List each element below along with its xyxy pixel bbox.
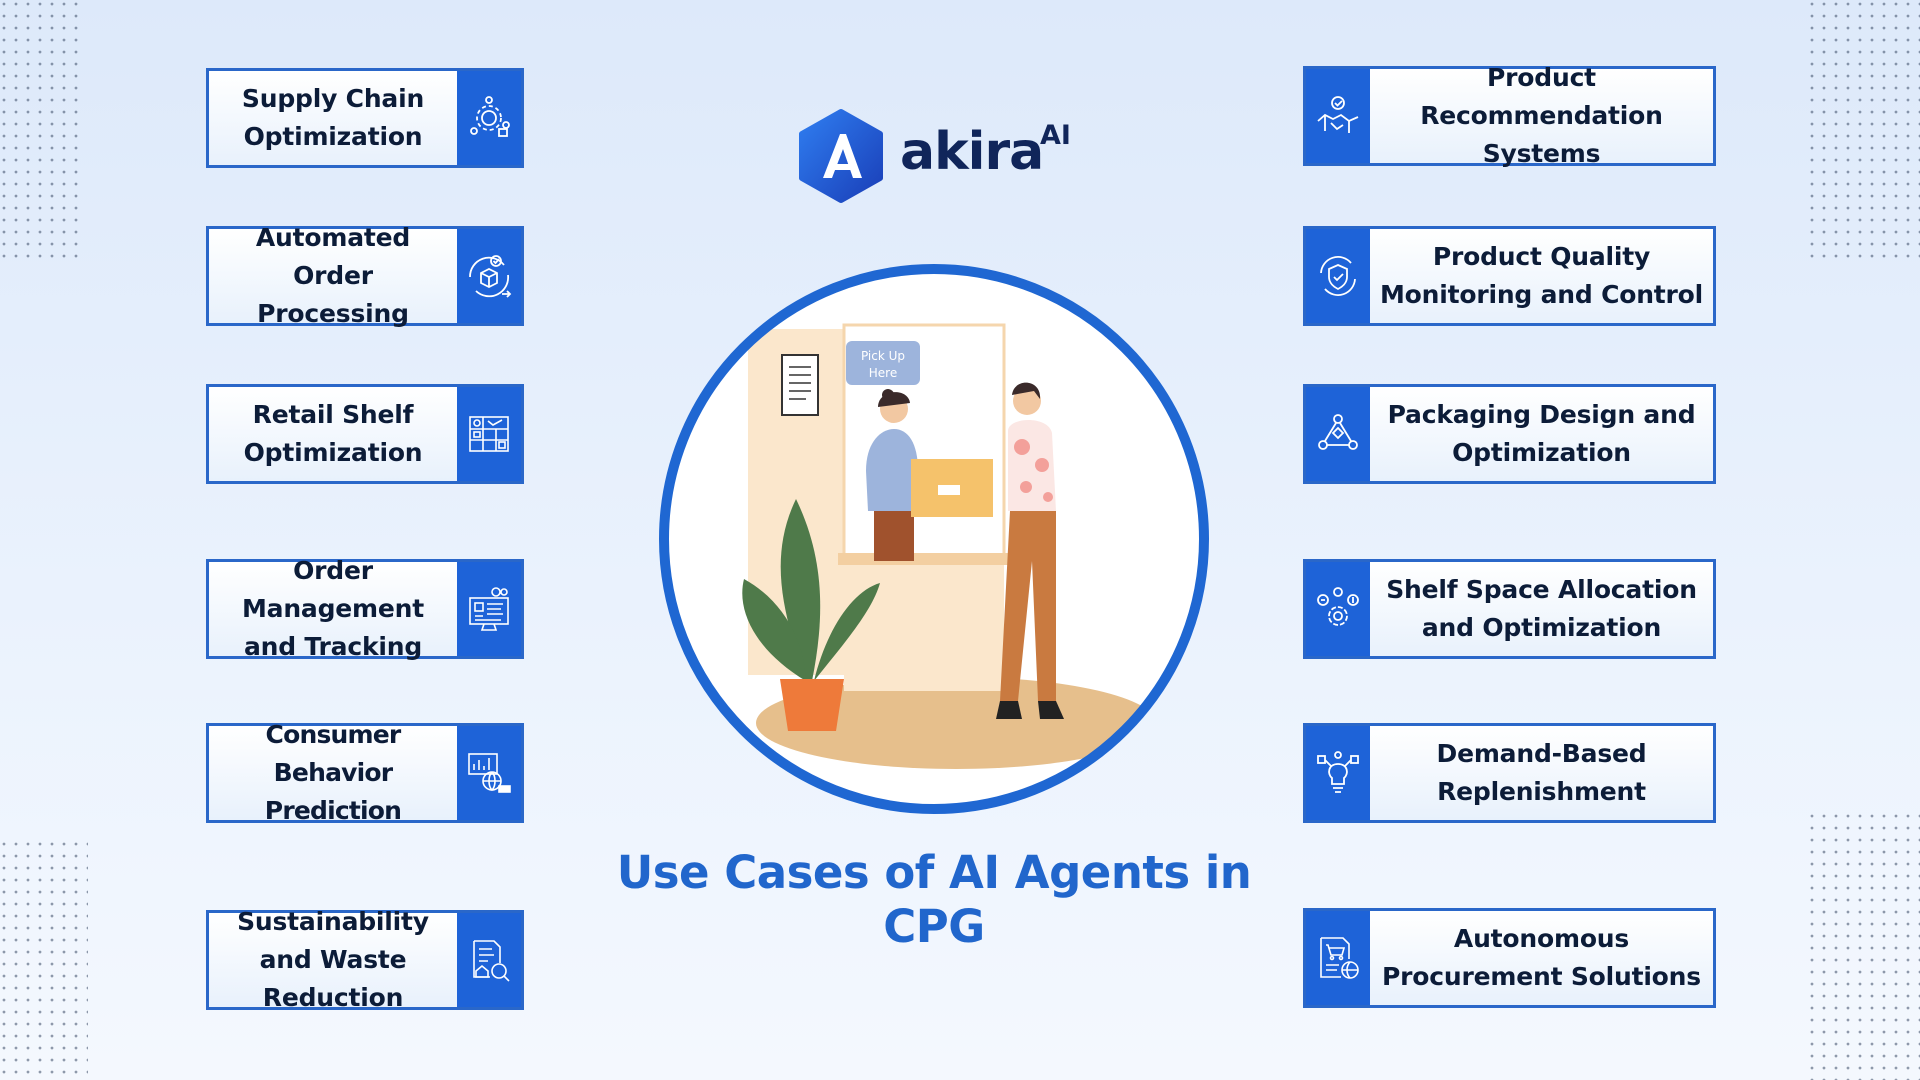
pickup-illustration: Pick Up Here (656, 261, 1212, 817)
card-label: Automated Order Processing (255, 223, 411, 328)
design-network-icon (1318, 414, 1358, 450)
package-check-icon (469, 255, 512, 298)
card-label: Order Management and Tracking (241, 556, 425, 661)
brand-name: akira (900, 122, 1044, 182)
brand-suffix: AI (1040, 120, 1071, 151)
analytics-globe-icon (468, 753, 511, 793)
card-label: Shelf Space Allocation and Optimization (1386, 575, 1697, 642)
cart-document-icon (1320, 937, 1359, 979)
card-supply-chain-optimization: Supply Chain Optimization (206, 68, 524, 168)
dot-grid-bottom-left (0, 840, 88, 1080)
card-order-management-and-tracking: Order Management and Tracking (206, 556, 524, 661)
card-label: Product Quality Monitoring and Control (1379, 242, 1704, 309)
card-label: Supply Chain Optimization (241, 84, 425, 151)
pickup-sign (846, 341, 920, 385)
idea-bulb-icon (1317, 751, 1359, 793)
card-demand-based-replenishment: Demand-Based Replenishment (1303, 723, 1716, 823)
card-product-recommendation-systems: Product Recommendation Systems (1303, 63, 1716, 168)
card-label: Autonomous Procurement Solutions (1382, 924, 1701, 991)
gear-network-icon (470, 96, 510, 137)
card-label: Sustainability and Waste Reduction (237, 907, 429, 1012)
card-label: Retail Shelf Optimization (243, 400, 423, 467)
card-sustainability-and-waste-reduction: Sustainability and Waste Reduction (206, 907, 524, 1012)
page-title: Use Cases of AI Agents in CPG (616, 846, 1252, 953)
card-product-quality-monitoring-and-control: Product Quality Monitoring and Control (1303, 226, 1716, 326)
card-label: Consumer Behavior Prediction (264, 720, 402, 825)
card-retail-shelf-optimization: Retail Shelf Optimization (206, 384, 524, 484)
dot-grid-bottom-right (1808, 812, 1920, 1080)
card-autonomous-procurement-solutions: Autonomous Procurement Solutions (1303, 908, 1716, 1008)
card-label: Demand-Based Replenishment (1436, 739, 1647, 806)
monitor-dashboard-icon (469, 587, 509, 631)
card-automated-order-processing: Automated Order Processing (206, 223, 524, 328)
shield-refresh-icon (1320, 256, 1356, 296)
card-consumer-behavior-prediction: Consumer Behavior Prediction (206, 720, 524, 825)
shelf-map-icon (469, 416, 509, 452)
dot-grid-top-right (1808, 0, 1920, 260)
akira-hexagon-icon (799, 109, 883, 203)
gear-resources-icon (1317, 587, 1359, 626)
card-packaging-design-and-optimization: Packaging Design and Optimization (1303, 384, 1716, 484)
eco-document-icon (473, 940, 510, 982)
card-label: Product Recommendation Systems (1420, 63, 1663, 168)
card-label: Packaging Design and Optimization (1387, 400, 1696, 467)
sign-line-2: Here (869, 366, 897, 380)
brand-logo: akira AI (796, 106, 1086, 206)
handshake-check-icon (1317, 96, 1359, 133)
sign-line-1: Pick Up (861, 349, 905, 363)
card-shelf-space-allocation-and-optimization: Shelf Space Allocation and Optimization (1303, 559, 1716, 659)
dot-grid-top-left (0, 0, 80, 260)
